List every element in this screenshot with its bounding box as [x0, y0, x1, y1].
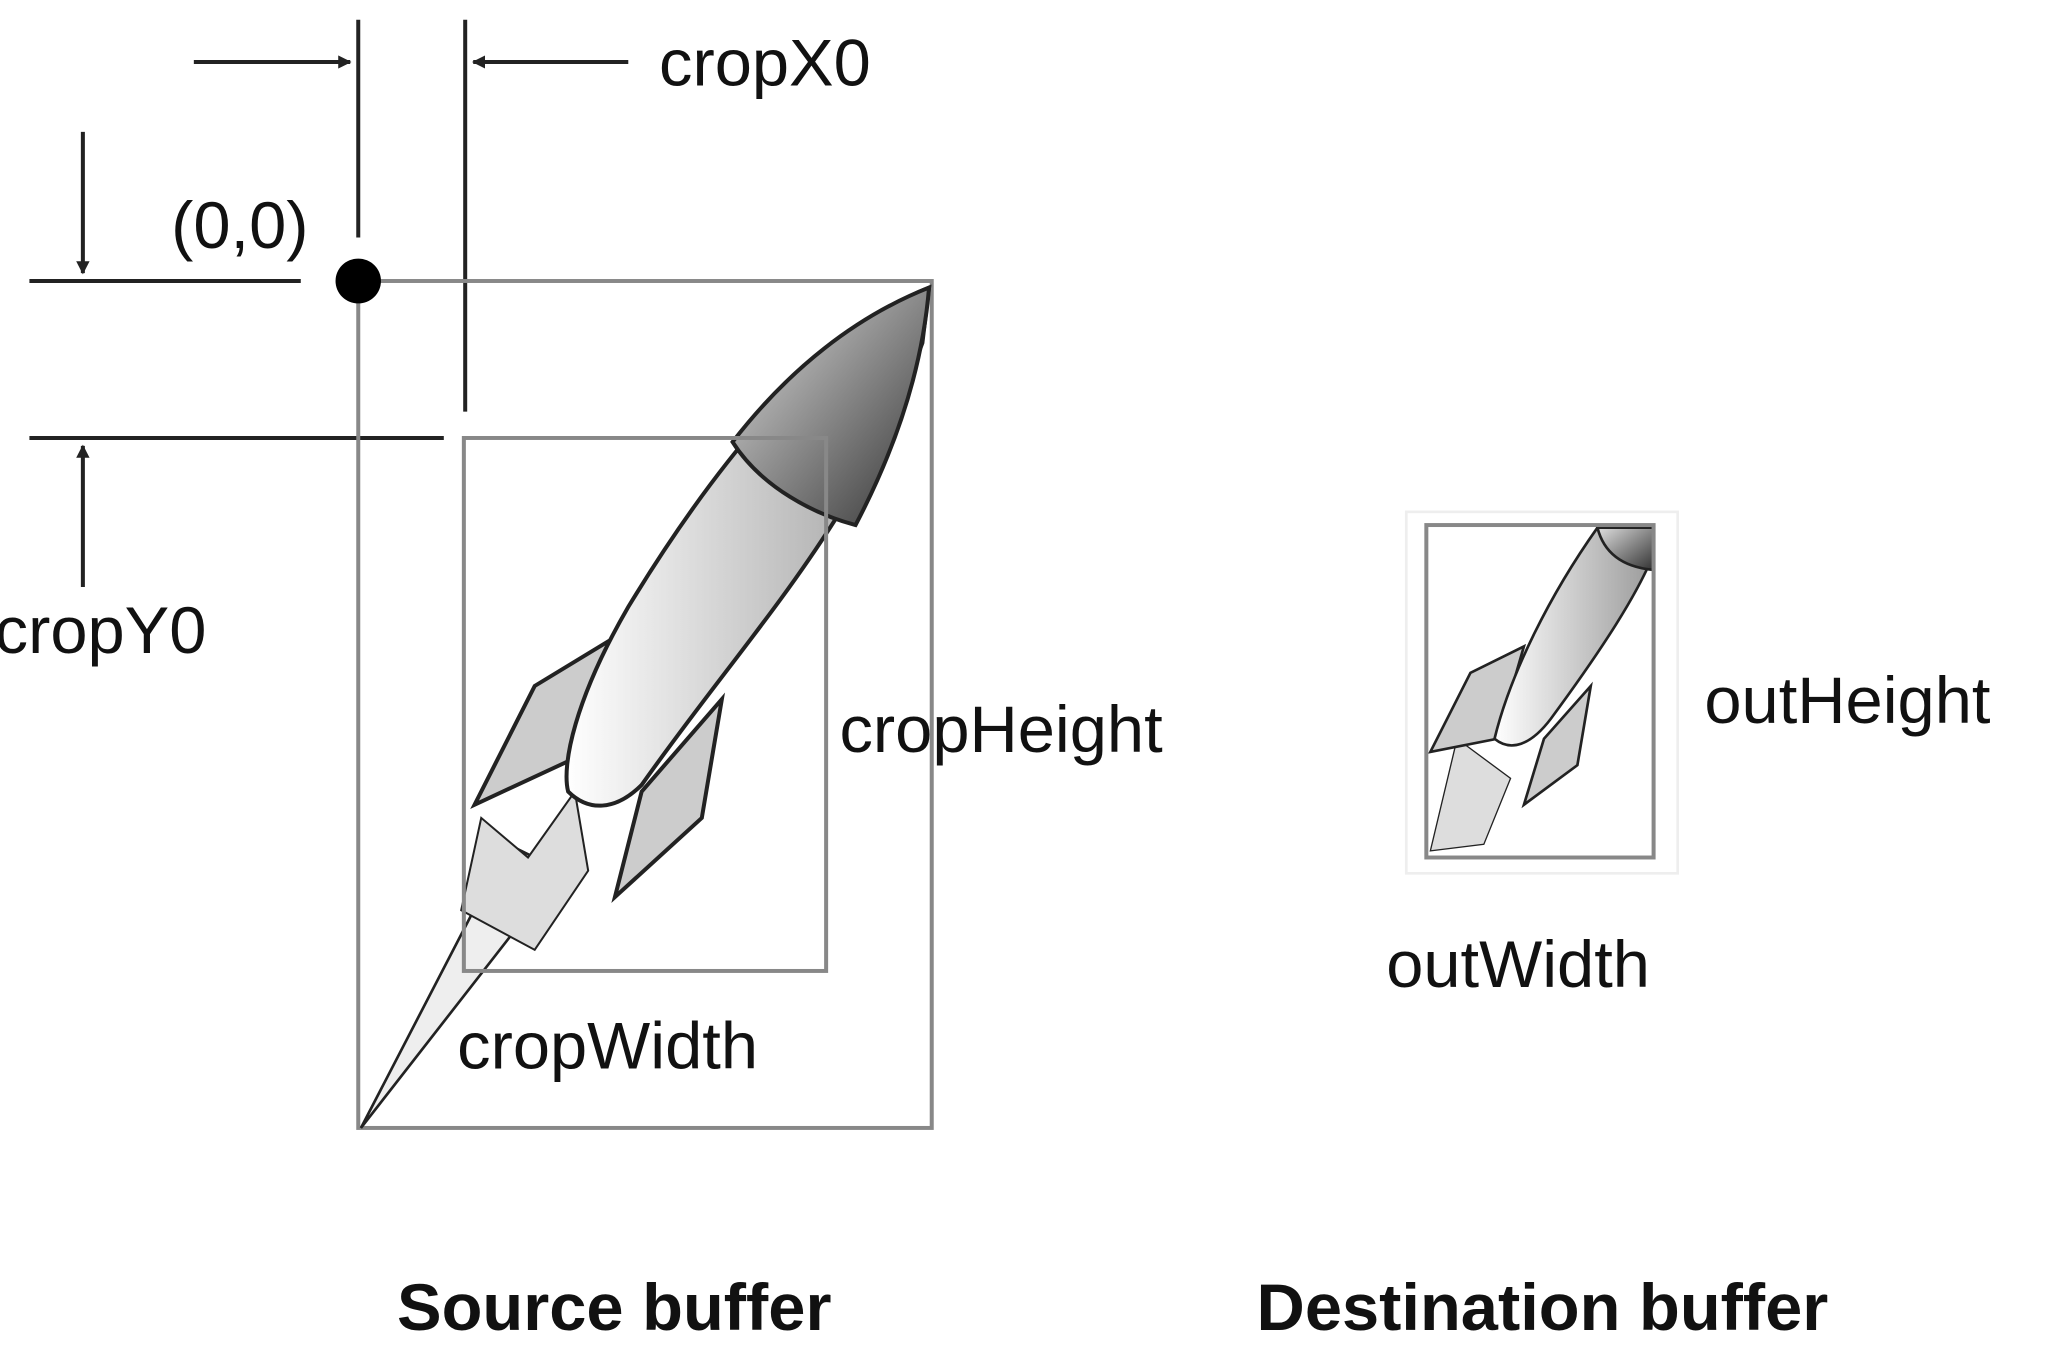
- destination-buffer-rect: [1424, 523, 1656, 860]
- out-height-label: outHeight: [1704, 664, 1990, 738]
- crop-width-label: cropWidth: [457, 1010, 758, 1084]
- crop-x0-dimension: [193, 19, 629, 412]
- out-width-label: outWidth: [1386, 928, 1650, 1002]
- destination-buffer-frame: [1404, 510, 1679, 875]
- origin-dot: [335, 258, 381, 304]
- source-buffer-title: Source buffer: [397, 1271, 831, 1345]
- crop-height-label: cropHeight: [839, 693, 1162, 767]
- rocket-thumbnail: [1427, 526, 1655, 852]
- crop-rect: [461, 436, 829, 973]
- destination-buffer-title: Destination buffer: [1257, 1271, 1829, 1345]
- rocket-illustration: [359, 284, 932, 1129]
- crop-y0-dimension: [29, 131, 444, 588]
- crop-y0-label: cropY0: [0, 594, 206, 668]
- origin-label: (0,0): [171, 189, 308, 263]
- crop-x0-label: cropX0: [659, 27, 871, 101]
- source-buffer-rect: [356, 279, 934, 1130]
